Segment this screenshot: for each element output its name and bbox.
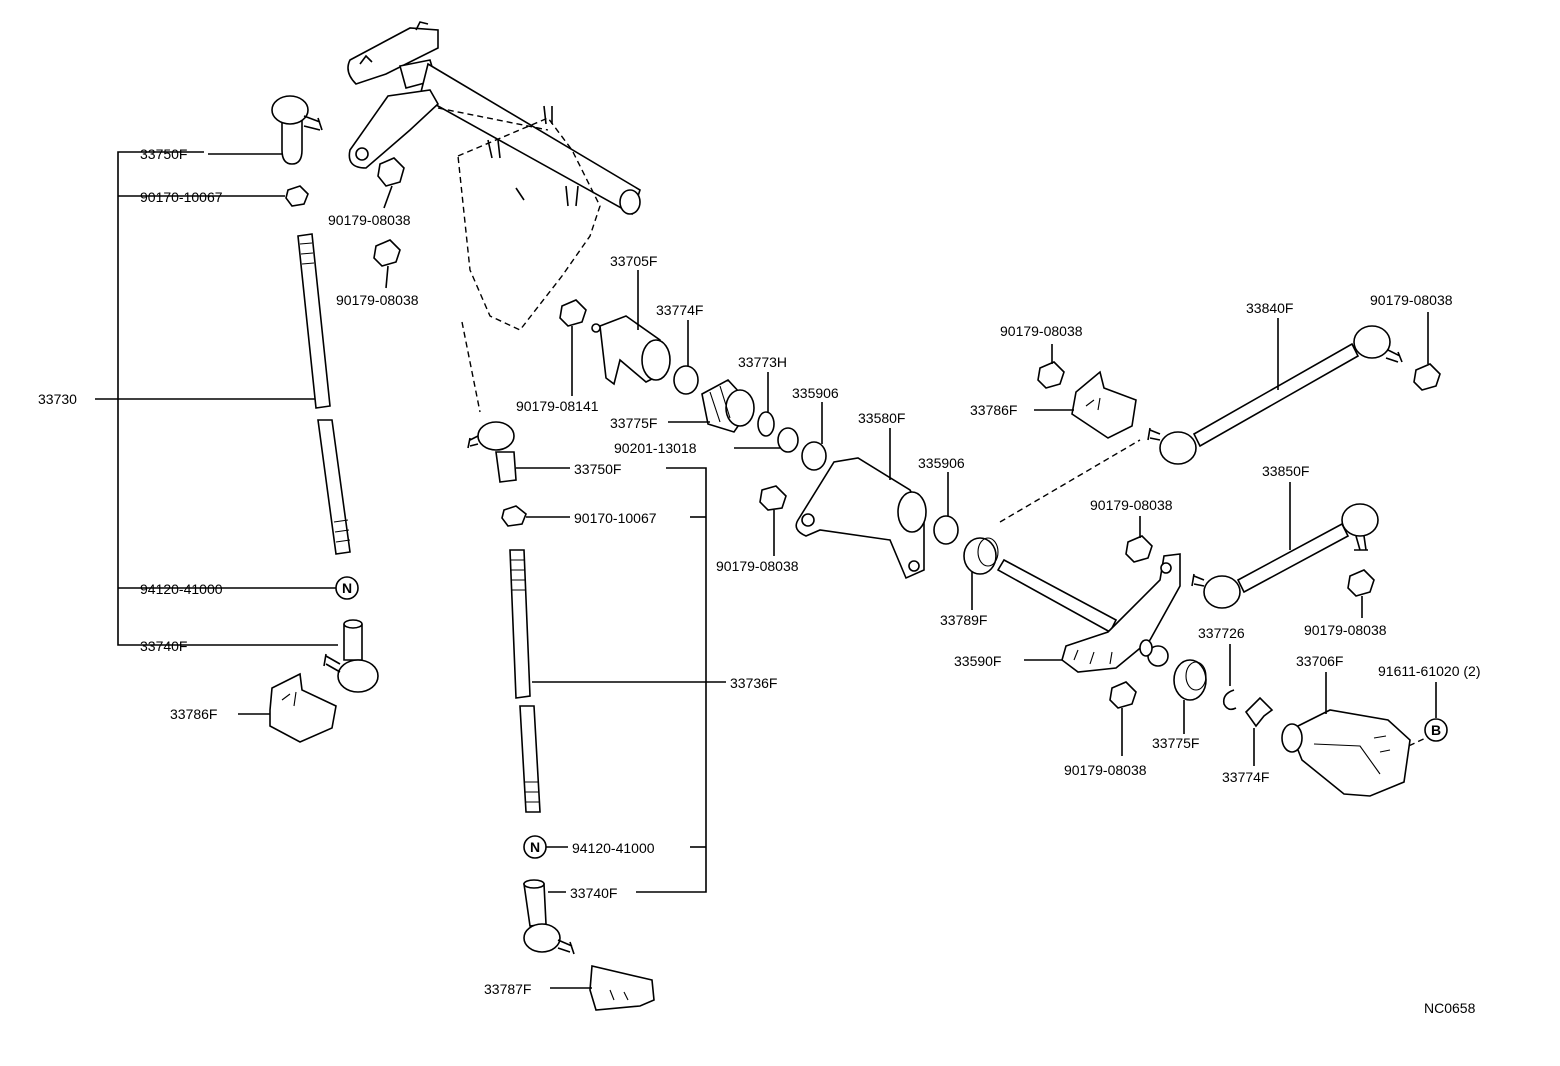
label-33774f-top: 33774F	[656, 302, 703, 318]
clip-337726	[1222, 689, 1237, 711]
rod-33736f-lower	[519, 705, 541, 813]
clip-33774f-bottom	[1244, 696, 1274, 728]
label-33773h: 33773H	[738, 354, 787, 370]
label-90170-mid: 90170-10067	[574, 510, 657, 526]
label-33740f-left: 33740F	[140, 638, 187, 654]
nut-90179-c	[759, 485, 787, 511]
nut-90179-b	[373, 239, 401, 267]
label-90179-f: 90179-08038	[1090, 497, 1173, 513]
n-marker-left: N	[335, 576, 359, 600]
label-90179-a: 90179-08038	[328, 212, 411, 228]
label-33786f-right: 33786F	[970, 402, 1017, 418]
nut-90170-left	[285, 185, 309, 207]
nut-90179-a	[377, 157, 405, 187]
nut-90179-f	[1125, 535, 1153, 563]
label-94120-mid: 94120-41000	[572, 840, 655, 856]
label-90179-e: 90179-08038	[1370, 292, 1453, 308]
label-33840f: 33840F	[1246, 300, 1293, 316]
label-90179-08141: 90179-08141	[516, 398, 599, 414]
n-marker-left-text: N	[342, 580, 352, 596]
rod-33730-upper	[297, 233, 331, 409]
b-marker-text: B	[1431, 722, 1441, 738]
label-33730: 33730	[38, 391, 77, 407]
ring-33773h	[757, 411, 775, 437]
label-94120-left: 94120-41000	[140, 581, 223, 597]
rod-33736f-upper	[509, 549, 531, 699]
bushing-335906-b	[933, 515, 959, 545]
label-33736f: 33736F	[730, 675, 777, 691]
label-90179-g: 90179-08038	[1304, 622, 1387, 638]
cover-33787f	[589, 965, 655, 1011]
bushing-33775f-top	[701, 379, 755, 433]
label-91611: 91611-61020 (2)	[1378, 663, 1480, 679]
bushing-33775f-bottom	[1173, 659, 1207, 701]
label-33775f-bottom: 33775F	[1152, 735, 1199, 751]
shaft-33590f	[996, 553, 1181, 673]
leader-90179-a	[383, 185, 393, 209]
label-33775f-top: 33775F	[610, 415, 657, 431]
label-335906-b: 335906	[918, 455, 965, 471]
label-33789f: 33789F	[940, 612, 987, 628]
label-33590f: 33590F	[954, 653, 1001, 669]
label-33580f: 33580F	[858, 410, 905, 426]
label-33705f: 33705F	[610, 253, 657, 269]
cover-33786f-right	[1071, 370, 1137, 439]
leader-90179-b	[385, 265, 389, 289]
nut-90179-e	[1413, 363, 1441, 391]
ball-joint-33740f-mid	[523, 879, 575, 955]
housing-33706f	[1281, 709, 1411, 797]
label-90179-b: 90179-08038	[336, 292, 419, 308]
label-90170-left: 90170-10067	[140, 189, 223, 205]
lever-33705f	[591, 315, 671, 386]
nut-90179-g	[1347, 569, 1375, 597]
label-90201: 90201-13018	[614, 440, 697, 456]
rod-33730-lower	[317, 419, 351, 555]
nut-90179-d	[1037, 361, 1065, 389]
label-33850f: 33850F	[1262, 463, 1309, 479]
ball-joint-top-left	[271, 95, 323, 165]
label-337726: 337726	[1198, 625, 1245, 641]
label-33750f-left: 33750F	[140, 146, 187, 162]
cover-33786f-left	[269, 672, 337, 743]
dashed-housing	[437, 105, 601, 413]
n-marker-mid-text: N	[530, 839, 540, 855]
n-marker-mid: N	[523, 835, 547, 859]
washer-90201	[777, 427, 799, 453]
b-marker: B	[1424, 718, 1448, 742]
label-90179-c: 90179-08038	[716, 558, 799, 574]
label-33786f-left: 33786F	[170, 706, 217, 722]
label-33774f-bottom: 33774F	[1222, 769, 1269, 785]
diagram-code: NC0658	[1424, 1000, 1476, 1016]
bushing-33789f	[963, 537, 999, 575]
rod-33840f	[1147, 325, 1403, 465]
right-bracket-mid	[532, 467, 726, 893]
nut-90179-h	[1109, 681, 1137, 709]
rod-33850f	[1191, 503, 1379, 609]
ball-joint-33740f-left	[323, 619, 379, 693]
label-33787f: 33787F	[484, 981, 531, 997]
nut-90179-08141	[559, 299, 587, 327]
shift-lever-bracket	[347, 21, 641, 216]
bushing-335906-a	[801, 441, 827, 471]
left-bracket-line	[95, 151, 338, 646]
label-33750f-mid: 33750F	[574, 461, 621, 477]
label-90179-d: 90179-08038	[1000, 323, 1083, 339]
nut-90170-mid	[501, 505, 527, 527]
label-90179-h: 90179-08038	[1064, 762, 1147, 778]
ball-joint-top-middle	[467, 421, 517, 483]
lever-33580f	[795, 457, 927, 580]
bushing-33774f-top	[673, 365, 699, 395]
label-33706f: 33706F	[1296, 653, 1343, 669]
label-335906-a: 335906	[792, 385, 839, 401]
label-33740f-mid: 33740F	[570, 885, 617, 901]
